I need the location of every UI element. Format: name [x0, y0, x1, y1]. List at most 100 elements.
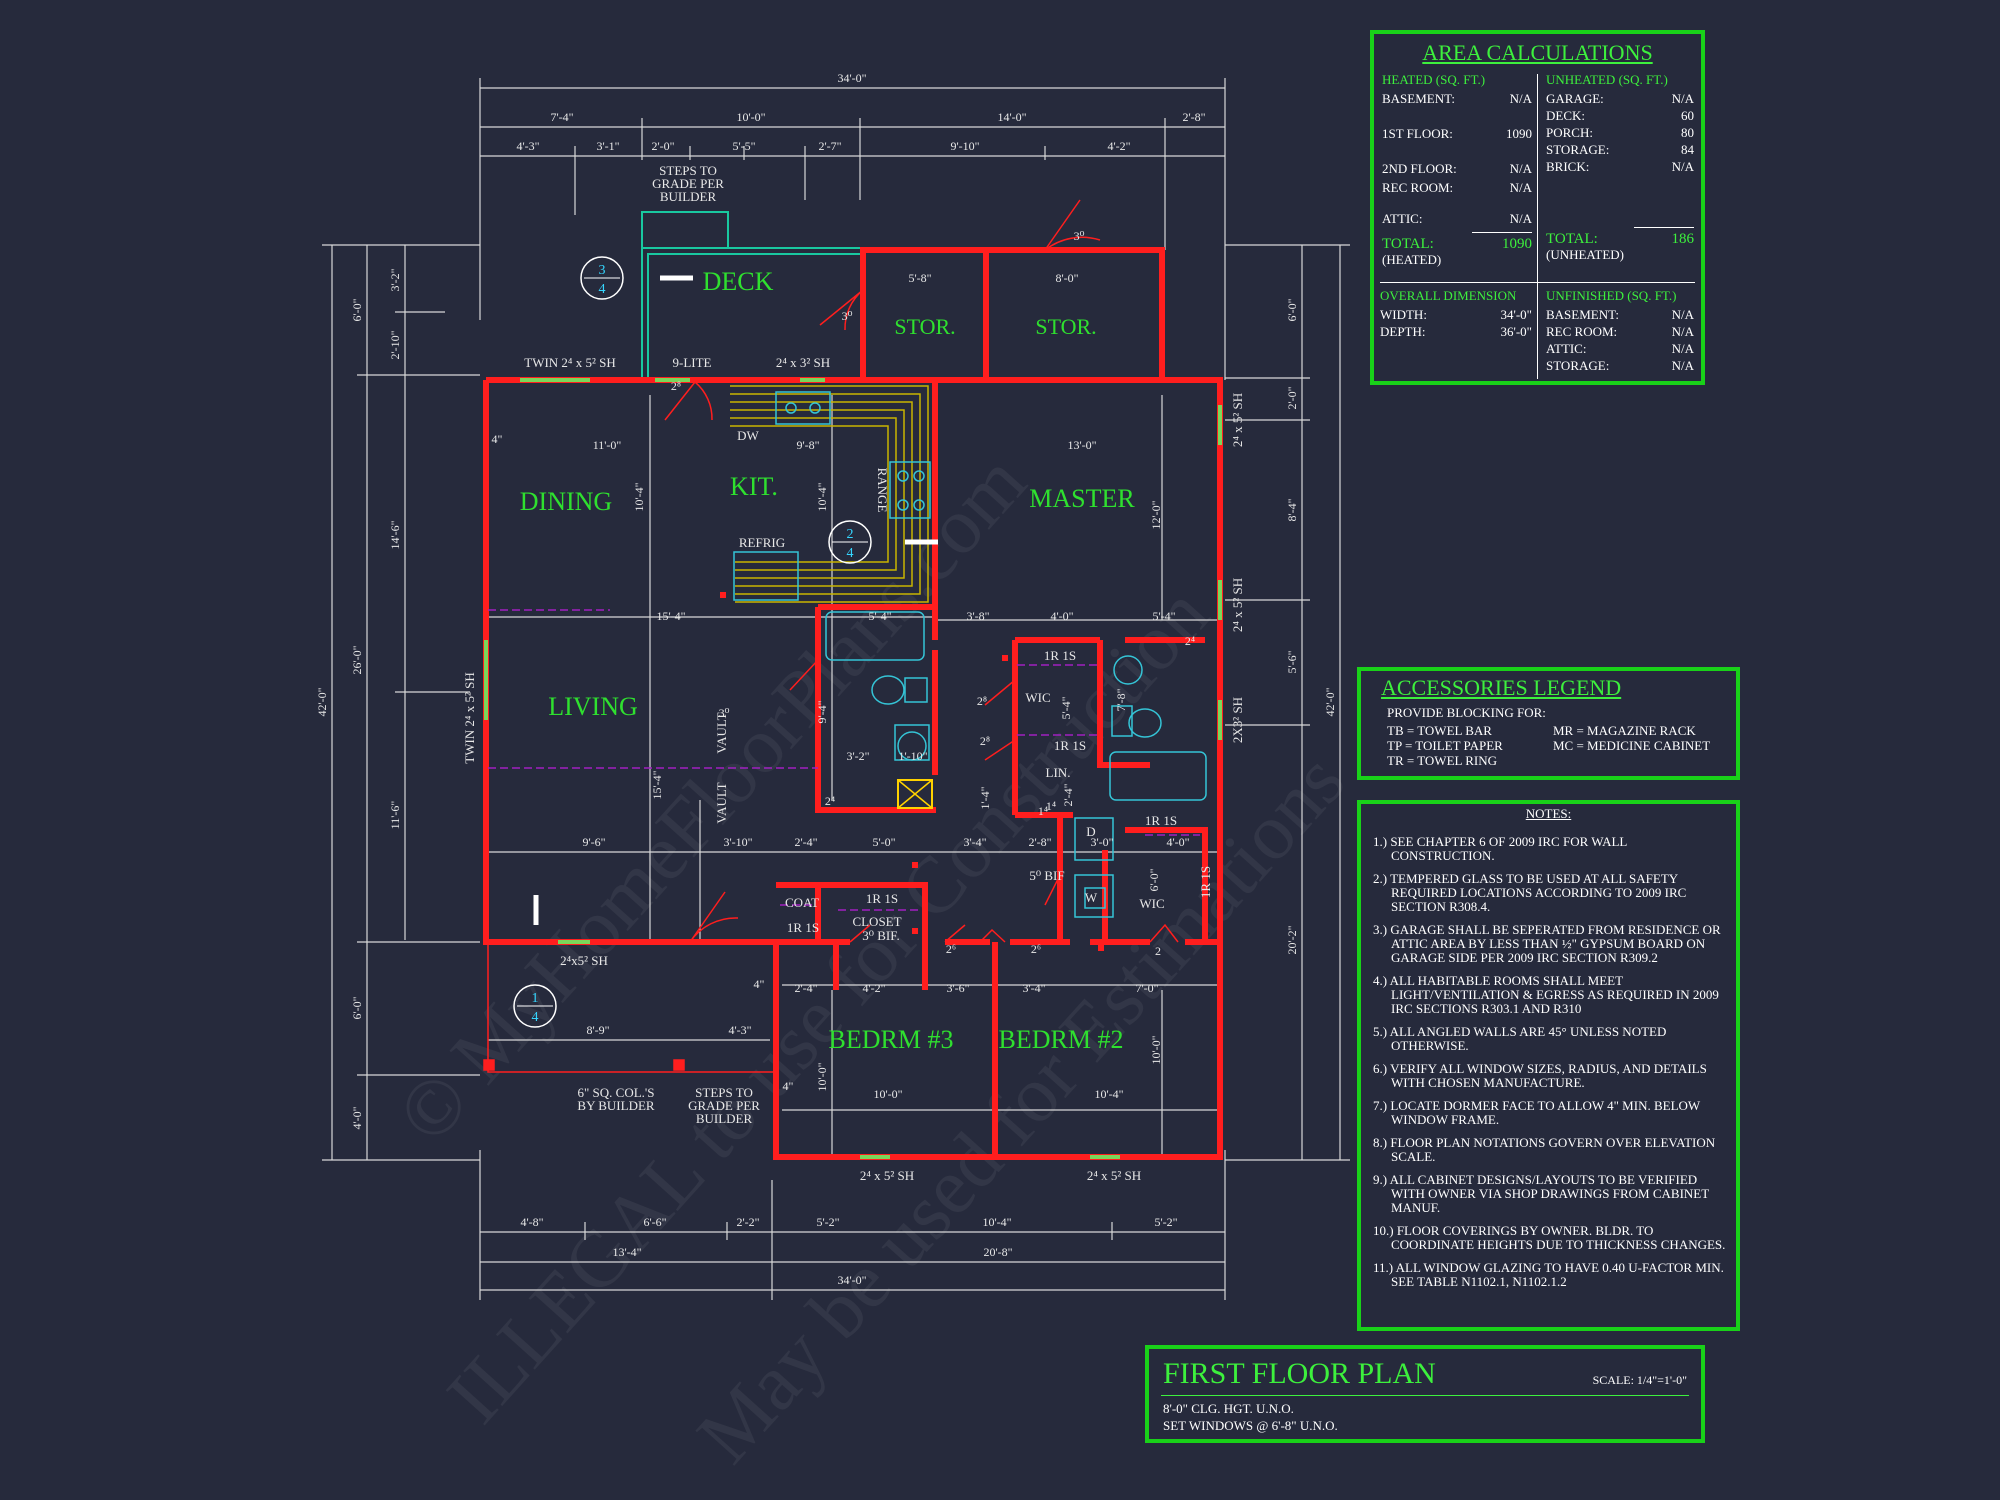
dimension-label: 4'-0" [350, 1106, 364, 1129]
dimension-label: 10'-4" [982, 1215, 1011, 1229]
accessory-item: TR = TOWEL RING [1387, 753, 1497, 768]
dimension-label: 11'-0" [593, 438, 622, 452]
appliance-label: DW [737, 428, 759, 443]
dimension-label: 2'-8" [1028, 835, 1051, 849]
window-label: 2⁴ x 5² SH [1230, 393, 1245, 447]
closet-label: WIC [1139, 896, 1164, 911]
dimension-label: 3'-10" [723, 835, 752, 849]
closet-label: 3⁰ BIF. [862, 928, 899, 943]
dimension-label: 1'-10" [898, 749, 927, 763]
heated-label: 2ND FLOOR: [1382, 161, 1457, 176]
overall-dimension-column: OVERALL DIMENSION WIDTH:34'-0" DEPTH:36'… [1380, 288, 1532, 339]
accessory-item: TP = TOILET PAPER [1387, 738, 1503, 753]
notes-panel: NOTES: 1.) SEE CHAPTER 6 OF 2009 IRC FOR… [1357, 800, 1740, 1331]
dimension-label: 6'-0" [1285, 298, 1299, 321]
shelf-label: 1R 1S [866, 891, 898, 906]
window-label: TWIN 2⁴ x 5² SH [524, 355, 615, 370]
dimension-label: 15'-4" [656, 609, 685, 623]
dimension-label: 2'-4" [794, 835, 817, 849]
door-size-label: 2⁴ [1185, 634, 1195, 648]
dimension-label: 3'-6" [946, 981, 969, 995]
dimension-label: 5'-6" [1285, 650, 1299, 673]
unheated-label: GARAGE: [1546, 91, 1604, 106]
area-calculations-panel: AREA CALCULATIONS HEATED (SQ. FT.) BASEM… [1370, 30, 1705, 385]
dimension-label: 2'-8" [1182, 110, 1205, 124]
room-label-stor-1: STOR. [894, 314, 955, 339]
note-item: 2.) TEMPERED GLASS TO BE USED AT ALL SAF… [1373, 871, 1687, 914]
dimension-label: 4'-3" [516, 139, 539, 153]
door-size-label: 4" [783, 1079, 794, 1093]
dimension-label: 2'-2" [736, 1215, 759, 1229]
dimension-label: 9'-4" [815, 700, 829, 723]
dimension-label: 26'-0" [350, 645, 364, 674]
unheated-label: DECK: [1546, 108, 1585, 123]
overall-value: 36'-0" [1500, 324, 1532, 339]
dimension-label: 5'-8" [908, 271, 931, 285]
unheated-column: UNHEATED (SQ. FT.) GARAGE:N/A DECK:60 PO… [1546, 72, 1694, 262]
dimension-label: 10'-0" [736, 110, 765, 124]
column-note: BY BUILDER [577, 1098, 654, 1113]
heated-total-value: 1090 [1502, 236, 1532, 252]
unheated-value: 80 [1681, 125, 1694, 140]
dimension-label: 10'-0" [873, 1087, 902, 1101]
notes-list: 1.) SEE CHAPTER 6 OF 2009 IRC FOR WALL C… [1361, 835, 1736, 1289]
dimension-label: 14'-6" [388, 520, 402, 549]
dimension-label: 5'-0" [872, 835, 895, 849]
dimension-lines [322, 78, 1350, 1300]
dimension-label: 8'-0" [1055, 271, 1078, 285]
water-heater-x2 [897, 779, 933, 809]
unheated-label: STORAGE: [1546, 142, 1610, 157]
dimension-label: 20'-2" [1285, 925, 1299, 954]
window-height-note: SET WINDOWS @ 6'-8" U.N.O. [1163, 1418, 1338, 1433]
dimension-label: 7'-0" [1135, 981, 1158, 995]
room-label-bedrm-2: BEDRM #2 [999, 1025, 1124, 1054]
dimension-label: 14'-0" [997, 110, 1026, 124]
water-heater [897, 779, 933, 809]
door-size-label: 2⁶ [1031, 942, 1041, 956]
dimension-label: 10'-4" [632, 482, 646, 511]
dimension-label: 3'-0" [1090, 835, 1113, 849]
title-block: FIRST FLOOR PLAN SCALE: 1/4"=1'-0" 8'-0"… [1145, 1345, 1705, 1443]
dimension-label: 10'-0" [815, 1062, 829, 1091]
dimension-label: 34'-0" [837, 71, 866, 85]
heated-value: N/A [1509, 161, 1532, 176]
dimension-label: 9'-6" [582, 835, 605, 849]
dimension-label: 6'-0" [350, 996, 364, 1019]
dimension-label: 1'-4" [978, 786, 992, 809]
dimension-label: 3'-4" [963, 835, 986, 849]
dimension-label: 3'-8" [966, 609, 989, 623]
unfinished-label: BASEMENT: [1546, 307, 1620, 322]
closet-label: 5⁰ BIF [1029, 868, 1064, 883]
shelf-label: 1R 1S [1054, 738, 1086, 753]
dimension-label: 13'-0" [1067, 438, 1096, 452]
dimension-label: 9'-8" [796, 438, 819, 452]
notes-title: NOTES: [1525, 806, 1572, 821]
accessory-item: MC = MEDICINE CABINET [1553, 738, 1711, 753]
heated-total-label: TOTAL: [1382, 236, 1434, 252]
unheated-label: BRICK: [1546, 159, 1590, 174]
dimension-label: 6'-0" [350, 298, 364, 321]
dimension-label: 4'-2" [862, 981, 885, 995]
vault-label: VAULT [714, 782, 729, 823]
dimension-label: 5'-4" [1152, 609, 1175, 623]
steps-note: GRADE PER [688, 1098, 760, 1113]
dimension-label: 3'-4" [1022, 981, 1045, 995]
door-size-label: 2⁶ [946, 942, 956, 956]
window-label: 2⁴ x 5² SH [860, 1168, 914, 1183]
dimension-label: 42'-0" [1323, 687, 1337, 716]
svg-text:4: 4 [599, 282, 606, 297]
area-calculations-title: AREA CALCULATIONS [1422, 40, 1653, 65]
door-size-label: 1⁴ [1038, 804, 1048, 818]
note-item: 8.) FLOOR PLAN NOTATIONS GOVERN OVER ELE… [1373, 1135, 1716, 1164]
dimension-texts: 34'-0"7'-4"10'-0"14'-0"2'-8"4'-3"3'-1"2'… [315, 71, 1337, 1287]
unheated-value: N/A [1671, 159, 1694, 174]
unfinished-value: N/A [1671, 307, 1694, 322]
dimension-label: 15'-4" [650, 770, 664, 799]
ceiling-height-note: 8'-0" CLG. HGT. U.N.O. [1163, 1401, 1294, 1416]
unfinished-value: N/A [1671, 341, 1694, 356]
heated-label: BASEMENT: [1382, 91, 1456, 106]
door-size-label: 2⁸ [671, 379, 681, 393]
dimension-label: 8'-4" [1285, 498, 1299, 521]
window-label: 2X3² SH [1230, 697, 1245, 743]
